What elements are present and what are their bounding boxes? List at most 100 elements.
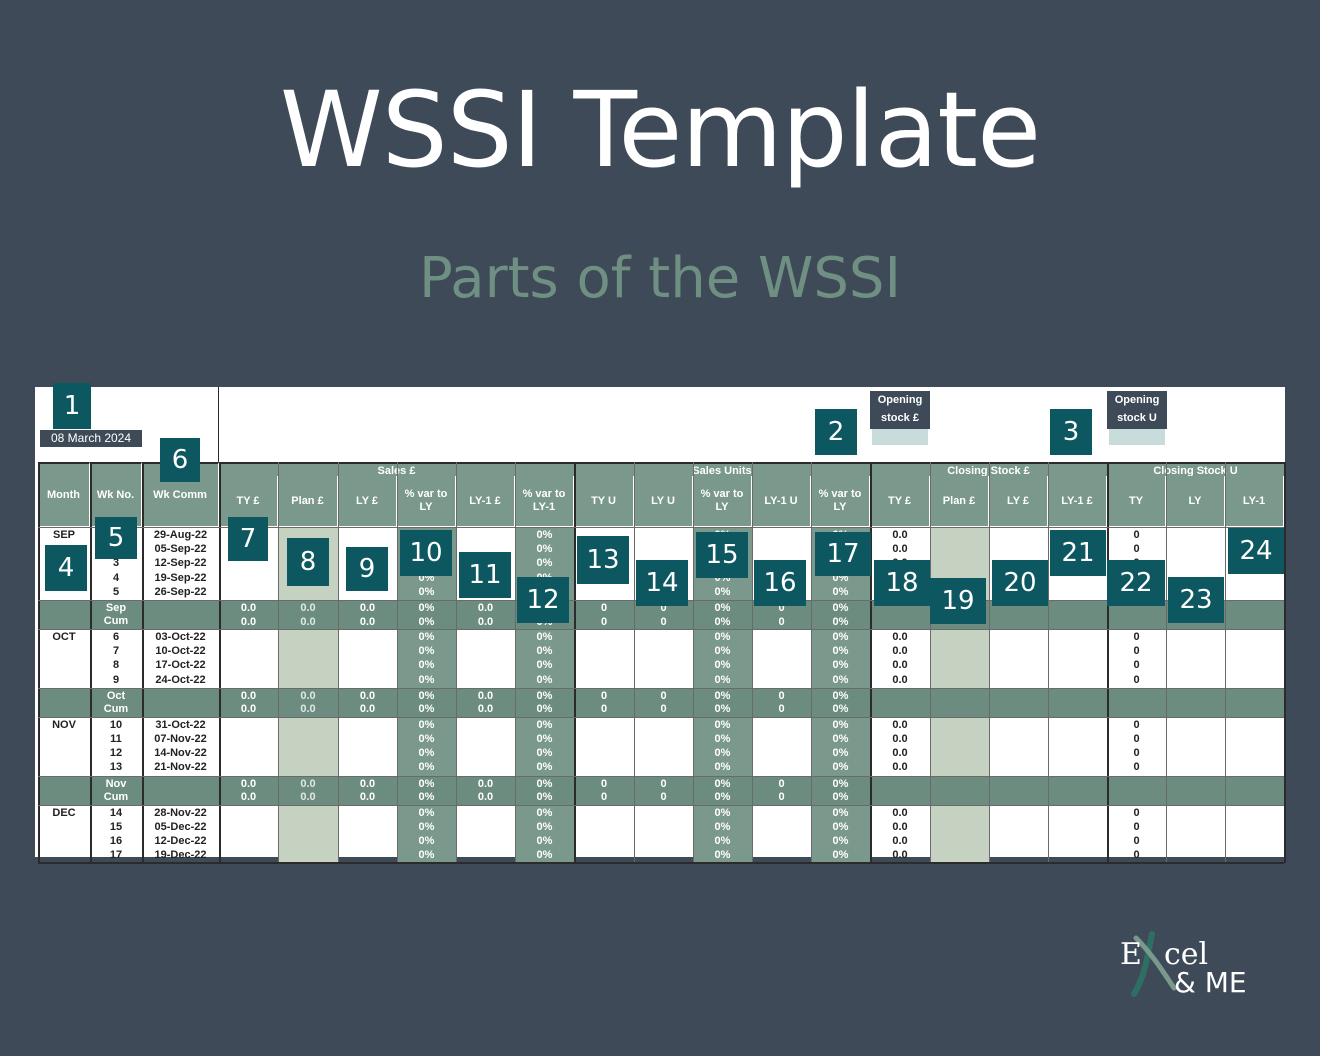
cum-value: 0.0 <box>477 615 494 628</box>
closing-stock-value-cell: 0.0 <box>892 718 908 731</box>
percent-cell: 0% <box>418 718 435 731</box>
cum-value: 0.0 <box>359 777 376 790</box>
cum-value: 0.0 <box>240 615 257 628</box>
group-header-sales-units: Sales Units <box>574 462 870 477</box>
column-header-cs-plan: Plan £ <box>930 476 989 526</box>
grid-column-line <box>1048 462 1049 864</box>
cum-value: 0.0 <box>240 602 257 614</box>
column-header-units-var-ly: % var to LY <box>693 476 752 526</box>
column-header-csu-ly1: LY-1 <box>1225 476 1284 526</box>
week-commencing-date: 19-Sep-22 <box>154 571 207 584</box>
grid-row-line <box>38 775 1284 777</box>
cum-value: 0.0 <box>477 777 494 790</box>
cum-value: 0 <box>778 703 785 716</box>
part-badge-20: 20 <box>992 560 1048 606</box>
closing-stock-units-cell: 0 <box>1133 529 1140 541</box>
cum-percent: 0% <box>536 777 553 790</box>
week-number: 17 <box>109 849 123 862</box>
grid-column-line <box>219 462 221 864</box>
part-badge-3: 3 <box>1050 409 1092 455</box>
cum-plan-value: 0.0 <box>300 777 316 790</box>
cum-value: 0.0 <box>240 791 257 804</box>
percent-column-shade <box>811 804 870 864</box>
opening-stock-units-input[interactable] <box>1109 429 1165 445</box>
cum-percent: 0% <box>418 703 435 716</box>
percent-column-shade <box>811 629 870 688</box>
group-header-closing-stock-units: Closing Stock U <box>1107 462 1284 477</box>
week-number: 13 <box>109 761 123 774</box>
part-badge-7: 7 <box>228 517 268 561</box>
week-commencing-date: 19-Dec-22 <box>154 849 207 862</box>
cum-percent: 0% <box>536 703 553 716</box>
percent-cell: 0% <box>418 585 435 598</box>
week-number-header: Wk No. <box>90 462 142 526</box>
percent-cell: 0% <box>418 659 435 672</box>
group-header-sales-value: Sales £ <box>219 462 574 477</box>
part-badge-12: 12 <box>517 577 569 623</box>
percent-column-shade <box>515 716 574 776</box>
part-badge-6: 6 <box>160 438 200 482</box>
cum-percent: 0% <box>832 689 849 702</box>
closing-stock-units-cell: 0 <box>1133 645 1140 658</box>
cum-percent: 0% <box>536 791 553 804</box>
part-badge-17: 17 <box>815 532 871 576</box>
opening-stock-value-label: Opening stock £ <box>870 391 930 429</box>
column-header-cs-ty: TY £ <box>870 476 930 526</box>
percent-cell: 0% <box>832 820 849 833</box>
cum-value: 0 <box>778 777 785 790</box>
cum-percent: 0% <box>418 689 435 702</box>
column-header-csu-ly: LY <box>1166 476 1225 526</box>
grid-row-line <box>38 629 1284 630</box>
closing-stock-value-cell: 0.0 <box>892 820 908 833</box>
percent-cell: 0% <box>714 761 731 774</box>
percent-column-shade <box>693 804 752 864</box>
percent-cell: 0% <box>418 761 435 774</box>
cum-value: 0 <box>600 689 608 702</box>
group-header-closing-stock-value: Closing Stock £ <box>870 462 1107 477</box>
cum-value: 0 <box>660 615 667 628</box>
percent-cell: 0% <box>714 835 731 847</box>
closing-stock-units-cell: 0 <box>1133 733 1140 745</box>
grid-column-line <box>278 462 279 864</box>
column-header-units-ly1: LY-1 U <box>752 476 811 526</box>
percent-column-shade <box>693 716 752 776</box>
column-header-units-var-ly1: % var to LY <box>811 476 870 526</box>
grid-column-line <box>90 462 92 864</box>
month-name: NOV <box>52 718 76 731</box>
column-header-cs-ly1: LY-1 £ <box>1048 476 1107 526</box>
cum-value: 0.0 <box>477 689 494 702</box>
opening-stock-units-label: Opening stock U <box>1107 391 1167 429</box>
part-badge-16: 16 <box>754 560 806 606</box>
cum-percent: 0% <box>832 703 849 716</box>
part-badge-15: 15 <box>696 532 748 578</box>
percent-column-shade <box>397 716 456 776</box>
percent-cell: 0% <box>418 835 435 847</box>
closing-stock-value-cell: 0.0 <box>892 733 908 745</box>
cum-label: Sep <box>105 602 127 614</box>
percent-cell: 0% <box>714 806 731 819</box>
closing-stock-value-cell: 0.0 <box>892 659 908 672</box>
cum-value: 0.0 <box>477 791 494 804</box>
cum-percent: 0% <box>832 777 849 790</box>
percent-cell: 0% <box>536 820 553 833</box>
closing-stock-units-cell: 0 <box>1133 806 1140 819</box>
closing-stock-value-cell: 0.0 <box>892 747 908 760</box>
percent-cell: 0% <box>832 747 849 760</box>
svg-text:& ME: & ME <box>1174 966 1247 998</box>
week-commencing-date: 31-Oct-22 <box>155 718 206 731</box>
opening-stock-value-input[interactable] <box>872 429 928 445</box>
page-title: WSSI Template <box>279 69 1041 191</box>
percent-cell: 0% <box>714 733 731 745</box>
week-number: 6 <box>112 631 120 643</box>
cum-value: 0 <box>778 689 785 702</box>
part-badge-5: 5 <box>95 517 137 559</box>
percent-cell: 0% <box>832 761 849 774</box>
percent-cell: 0% <box>418 849 435 862</box>
week-number: 8 <box>112 659 120 672</box>
grid-column-line <box>752 462 753 864</box>
percent-cell: 0% <box>536 806 553 819</box>
grid-row-line <box>38 804 1284 806</box>
month-header: Month <box>38 462 90 526</box>
grid-column-line <box>515 462 516 864</box>
grid-column-line <box>338 462 339 864</box>
